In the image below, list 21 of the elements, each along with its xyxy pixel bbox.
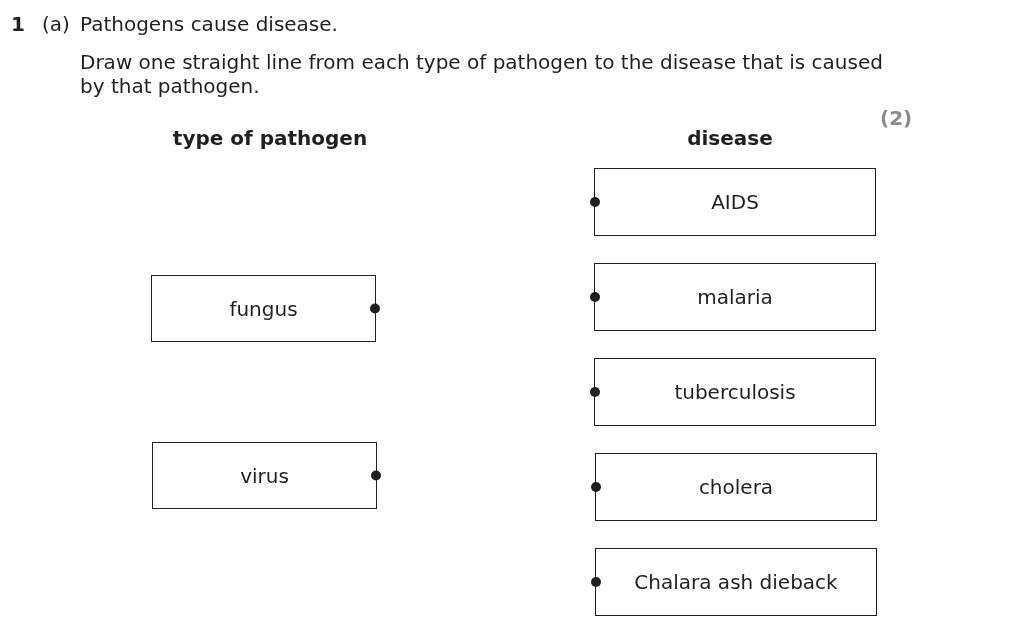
box-label: Chalara ash dieback: [634, 570, 838, 594]
box-label: fungus: [229, 296, 298, 321]
column-heading: type of pathogen: [171, 126, 369, 150]
answer-box: [151, 275, 376, 342]
box-label: malaria: [697, 285, 773, 309]
column-heading: disease: [686, 126, 774, 150]
part-label: (a): [42, 12, 71, 36]
box-label: AIDS: [711, 190, 759, 214]
answer-box: [594, 358, 876, 426]
instruction-text: Draw one straight line from each type of pathogen to the disease that is caused by that pathogen.: [80, 50, 884, 98]
question-text: Pathogens cause disease.: [80, 12, 339, 36]
answer-box: [594, 263, 876, 331]
answer-box: [595, 548, 877, 616]
box-label: tuberculosis: [674, 380, 796, 404]
answer-box: [594, 168, 876, 236]
answer-box: [595, 453, 877, 521]
question-number: 1: [11, 12, 26, 36]
marks-label: (2): [880, 106, 914, 130]
box-label: cholera: [698, 475, 774, 499]
answer-box: [152, 442, 377, 509]
box-label: virus: [240, 463, 289, 488]
